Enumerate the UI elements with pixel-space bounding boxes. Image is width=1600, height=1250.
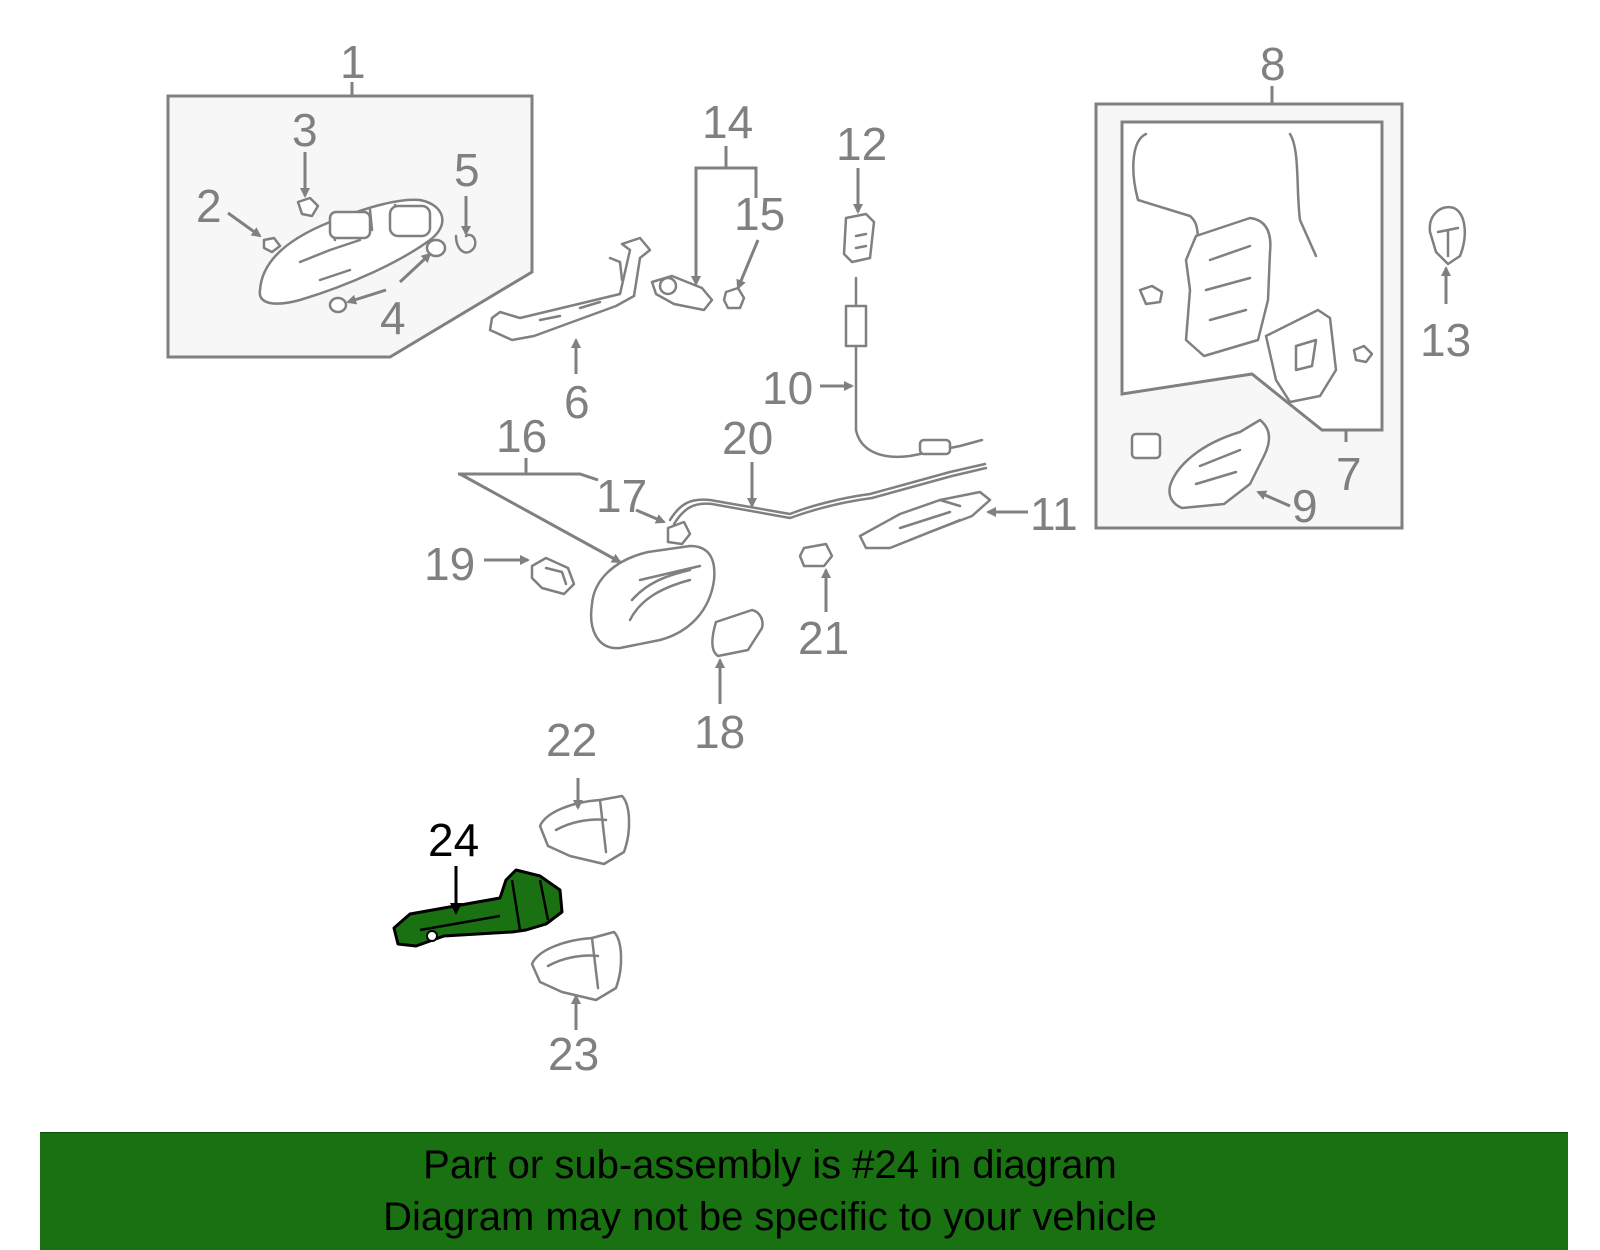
callout-16: 16 [496,410,547,462]
callout-14: 14 [702,96,753,148]
part-19-rod-holder[interactable] [530,556,576,596]
part-7-door-lock-actuator[interactable] [1132,132,1374,404]
part-23-lower-hinge[interactable] [530,930,623,1002]
callout-8: 8 [1260,38,1286,90]
part-16-inside-handle[interactable] [589,544,716,650]
callout-9: 9 [1292,480,1318,532]
part-24-door-check[interactable] [392,868,564,948]
part-11-lock-rod[interactable] [858,490,992,550]
info-banner: Part or sub-assembly is #24 in diagram D… [40,1132,1568,1250]
callout-13: 13 [1420,314,1471,366]
part-20-rod[interactable] [668,462,988,526]
callout-6: 6 [564,376,590,428]
part-21-clip[interactable] [798,542,834,568]
part-9-latch[interactable] [1130,418,1271,510]
part-14-lock-cylinder[interactable] [650,274,714,312]
part-13-striker[interactable] [1428,205,1467,266]
callout-3: 3 [292,104,318,156]
banner-line-disclaimer: Diagram may not be specific to your vehi… [383,1195,1157,1239]
callout-labels: 1 2 3 4 5 6 7 8 9 10 11 12 13 14 15 16 1… [196,36,1471,1080]
callout-23: 23 [548,1028,599,1080]
callout-2: 2 [196,180,222,232]
part-10-rod[interactable] [844,276,984,459]
callout-4: 4 [380,292,406,344]
part-17-clip[interactable] [666,520,692,546]
callout-21: 21 [798,612,849,664]
part-6-bracket[interactable] [488,236,652,342]
callout-15: 15 [734,188,785,240]
part-15-clip[interactable] [722,286,746,310]
callout-5: 5 [454,144,480,196]
part-22-upper-hinge[interactable] [538,794,631,866]
part-12-lock-knob[interactable] [842,212,876,264]
part-2-clip[interactable] [262,236,282,254]
callout-12: 12 [836,118,887,170]
part-3-clip[interactable] [296,196,320,218]
callout-7: 7 [1336,448,1362,500]
callout-22: 22 [546,714,597,766]
callout-11: 11 [1030,488,1078,540]
part-4-seal[interactable] [328,238,447,314]
callout-19: 19 [424,538,475,590]
callout-17: 17 [596,470,647,522]
callout-1: 1 [340,36,366,88]
banner-line-part-number: Part or sub-assembly is #24 in diagram [423,1143,1117,1187]
callout-20: 20 [722,412,773,464]
callout-18: 18 [694,706,745,758]
part-18-cover[interactable] [711,608,764,658]
callout-10: 10 [762,362,813,414]
callout-24: 24 [428,814,479,866]
part-outer-handle-1[interactable] [258,198,444,305]
